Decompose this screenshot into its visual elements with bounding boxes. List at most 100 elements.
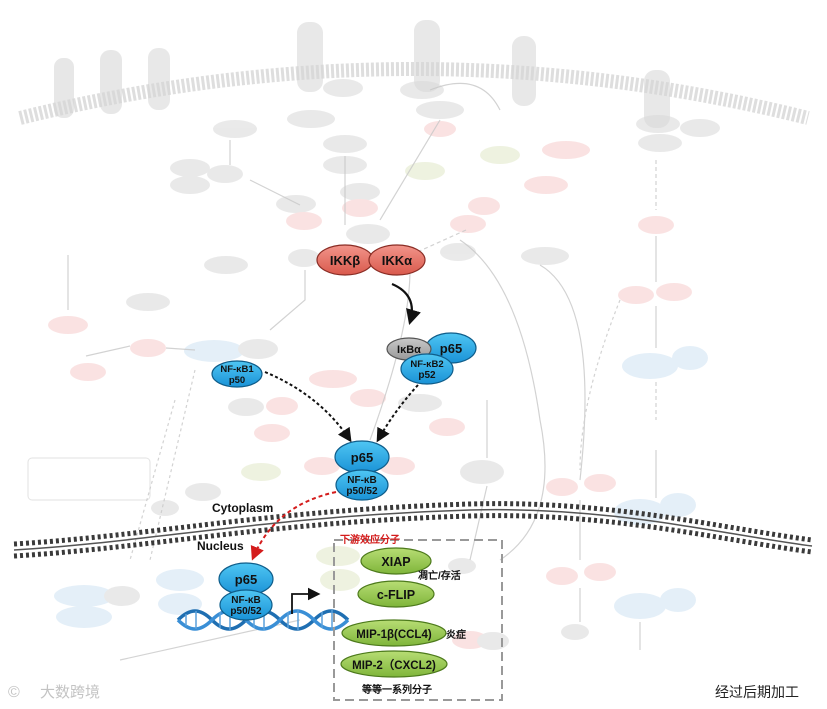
- bg-node: [584, 563, 616, 581]
- bg-node: [254, 424, 290, 442]
- bg-node: [323, 135, 367, 153]
- bg-node: [309, 370, 357, 388]
- nfkb1-p50-shape: [211, 360, 263, 388]
- nuclear-membrane: [13, 501, 813, 559]
- bg-node: [400, 81, 444, 99]
- bg-node: [680, 119, 720, 137]
- bg-node: [480, 146, 520, 164]
- more-molecules-label: 等等一系列分子: [362, 683, 432, 696]
- bg-node: [542, 141, 590, 159]
- bg-node: [170, 176, 210, 194]
- bg-node: [622, 353, 678, 379]
- bg-node: [638, 216, 674, 234]
- gf-receptor: [512, 36, 536, 106]
- bg-node: [546, 567, 578, 585]
- bg-node: [287, 110, 335, 128]
- logo-glyph: ©: [8, 684, 20, 701]
- bg-node: [405, 162, 445, 180]
- nfkb-label-center: NF-κB: [347, 475, 376, 486]
- bg-node: [241, 463, 281, 481]
- bg-node: [266, 397, 298, 415]
- ikkb-label: IKKβ: [330, 253, 360, 268]
- bg-node: [424, 121, 456, 137]
- bg-node: [54, 585, 114, 607]
- nfkb1-p50-node: NF-κB1 p50: [211, 360, 263, 388]
- bg-node: [636, 115, 680, 133]
- ikba-label: IκBα: [397, 344, 421, 356]
- bg-link: [539, 264, 586, 481]
- nfkb1-to-p65-arrow: [264, 371, 352, 443]
- bg-node: [521, 247, 569, 265]
- downstream-effectors-box: 下游效应分子 XIAP c-FLIP MIP-1β(CCL4) MIP-2（CX…: [333, 533, 503, 701]
- nfkb1-label: NF-κB1: [220, 364, 254, 375]
- bg-node: [660, 493, 696, 517]
- transcription-start-arrow: [291, 587, 321, 614]
- bg-node: [130, 339, 166, 357]
- bg-node: [672, 346, 708, 370]
- mip1-node: [341, 619, 447, 647]
- logo-text: 大数跨境: [40, 683, 100, 701]
- bg-node: [477, 632, 509, 650]
- bg-node: [204, 256, 248, 274]
- bg-node: [288, 249, 320, 267]
- bg-node: [448, 558, 476, 574]
- bg-link: [165, 347, 196, 351]
- p5052-label-center: p50/52: [346, 486, 378, 497]
- nfkb-label-nucleus: NF-κB: [231, 595, 260, 606]
- bg-node: [320, 569, 360, 591]
- p65-label-center: p65: [351, 450, 373, 465]
- bg-node: [56, 606, 112, 628]
- ikk-to-ikba-arrow: [391, 282, 421, 325]
- receptors: [54, 20, 670, 128]
- bg-node: [323, 79, 363, 97]
- ikka-label: IKKα: [382, 253, 412, 268]
- bg-node: [614, 499, 666, 525]
- bg-node: [416, 101, 464, 119]
- mip2-node: [340, 650, 448, 678]
- bg-link: [579, 299, 621, 471]
- bg-node: [170, 159, 210, 177]
- nfkb-p5052-node-nucleus: [219, 589, 273, 621]
- p52-label-upper: p52: [418, 370, 436, 381]
- bg-node: [228, 398, 264, 416]
- cflip-node: [357, 580, 435, 608]
- bg-node: [584, 474, 616, 492]
- bg-node: [618, 286, 654, 304]
- bg-node: [70, 363, 106, 381]
- xiap-label: XIAP: [381, 555, 410, 569]
- nuclear-nfkb: p65 NF-κB p50/52: [218, 562, 274, 621]
- bg-node: [185, 483, 221, 501]
- bg-link: [129, 399, 176, 561]
- bg-node: [48, 316, 88, 334]
- bg-link: [469, 485, 488, 561]
- bg-link: [459, 239, 546, 561]
- bg-node: [614, 593, 666, 619]
- bg-node: [304, 457, 340, 475]
- xiap-node: [360, 547, 432, 575]
- bg-node: [429, 418, 465, 436]
- bg-node: [346, 224, 390, 244]
- bg-node: [126, 293, 170, 311]
- nfkb2-p52-node: [400, 353, 454, 385]
- bg-link: [429, 82, 501, 111]
- ubiquitin-legend-box: [27, 457, 151, 501]
- bg-node: [184, 340, 244, 362]
- bg-node: [656, 283, 692, 301]
- bg-node: [524, 176, 568, 194]
- inflammation-label: 炎症: [446, 628, 466, 641]
- tcr-receptor: [100, 50, 122, 114]
- bg-node: [207, 165, 243, 183]
- tlr-receptor: [148, 48, 170, 110]
- active-nfkb-cytoplasm: p65 NF-κB p50/52: [334, 440, 390, 501]
- bg-node: [151, 500, 179, 516]
- ikka-node: [368, 244, 426, 276]
- bcr-receptor: [54, 58, 74, 118]
- cytoplasm-label: Cytoplasm: [212, 501, 273, 515]
- nfkb2-to-p65-arrow: [376, 384, 419, 443]
- bg-node: [158, 593, 202, 615]
- p65-label-nucleus: p65: [235, 572, 257, 587]
- bg-node: [156, 569, 204, 591]
- bg-node: [546, 478, 578, 496]
- p65-label-upper: p65: [440, 341, 462, 356]
